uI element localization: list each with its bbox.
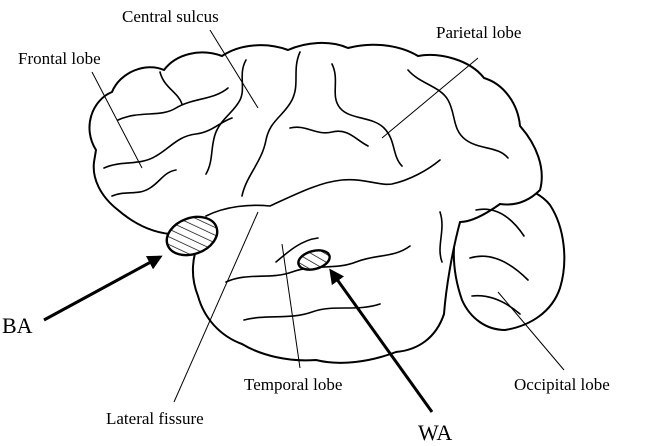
label-lateral-fissure: Lateral fissure — [106, 409, 204, 428]
label-wernicke-area: WA — [418, 420, 452, 445]
broca-arrow — [44, 257, 160, 320]
label-central-sulcus: Central sulcus — [122, 7, 219, 26]
label-broca-area: BA — [2, 313, 33, 338]
label-temporal-lobe: Temporal lobe — [244, 375, 342, 394]
label-frontal-lobe: Frontal lobe — [18, 49, 101, 68]
label-occipital-lobe: Occipital lobe — [514, 375, 610, 394]
label-parietal-lobe: Parietal lobe — [436, 23, 521, 42]
